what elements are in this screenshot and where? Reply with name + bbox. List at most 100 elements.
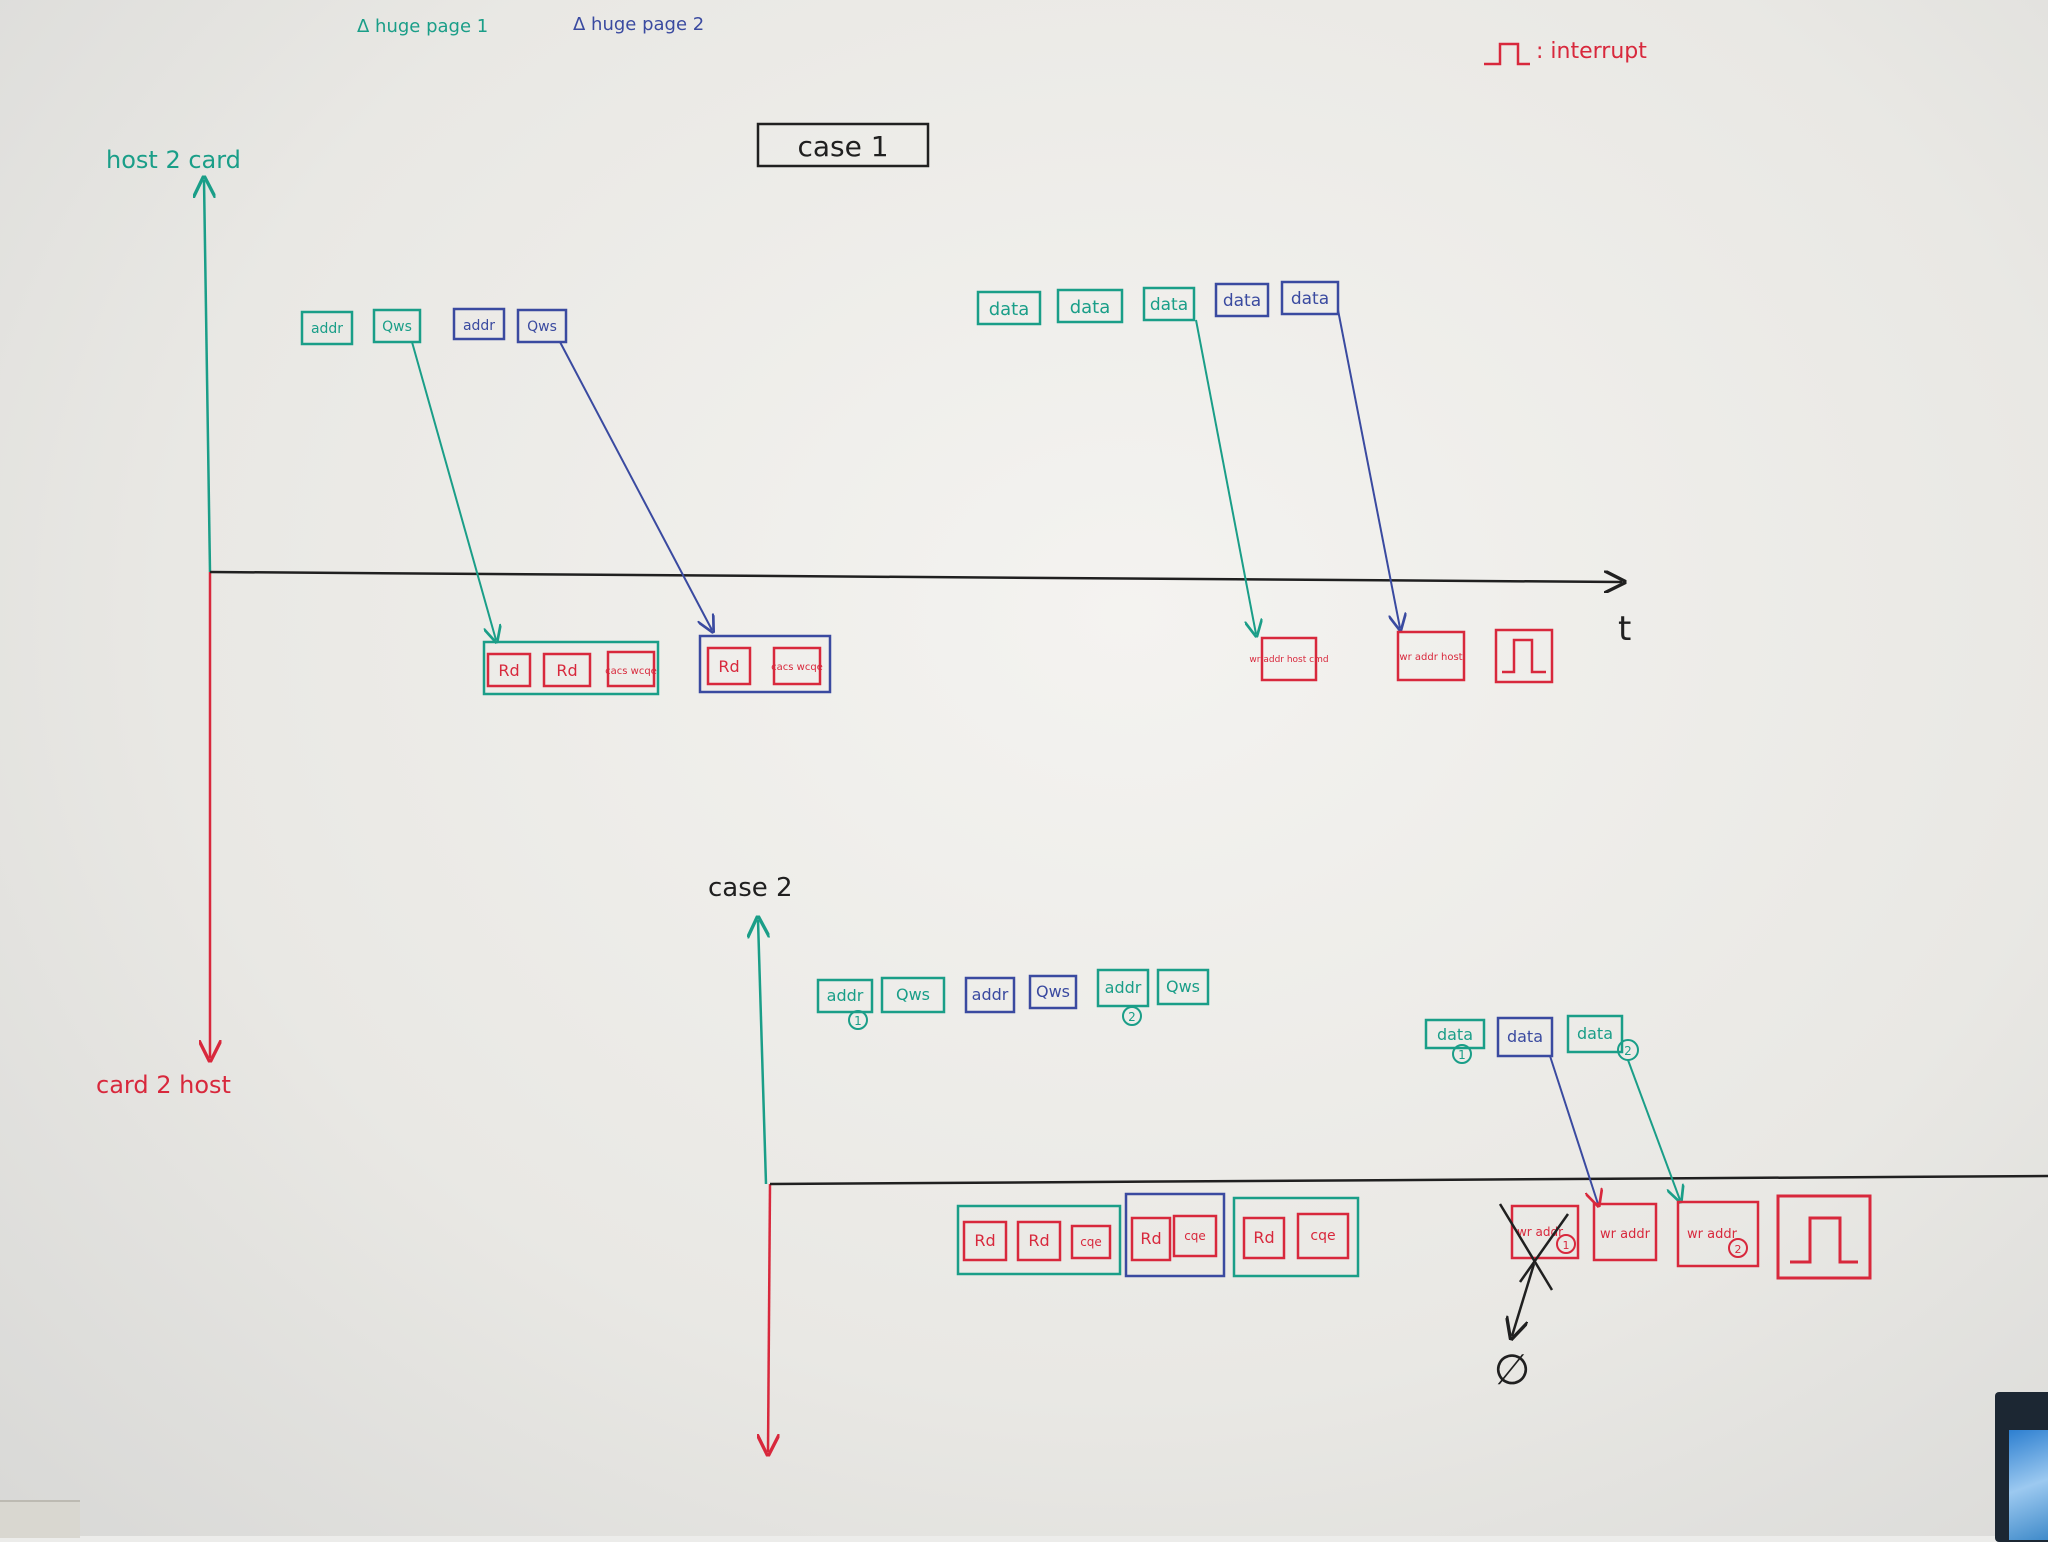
svg-text:data: data [1577,1024,1613,1043]
case2-card-group-1 [956,1204,1122,1276]
svg-text:2: 2 [1128,1010,1136,1024]
case2-card-packet: Rd [962,1220,1008,1262]
case1-write-packet: wr addr host cmd [1249,636,1329,682]
case2-write-packet: wr addr [1592,1202,1658,1262]
svg-text:Rd: Rd [718,657,739,676]
svg-text:Qws: Qws [527,319,557,335]
case1-title: case 1 [797,130,888,163]
svg-text:Qws: Qws [1166,977,1200,996]
marker-tray [0,1500,80,1538]
case1-arrow-green-data [1195,319,1256,634]
case1-data-packet: data [1142,286,1196,322]
case2-host-packet: addr 1 [816,978,874,1030]
case2-arrow-blue-data [1549,1055,1598,1204]
case2-data-packet: data [1496,1016,1554,1058]
case1-host-packet: Qws [516,308,568,344]
case1-host-packet: Qws [372,308,422,344]
case2-host-packet: addr 2 [1096,968,1150,1026]
svg-text:wr addr host: wr addr host [1399,652,1462,663]
case1-card-packet: Rd [542,652,592,688]
svg-text:addr: addr [972,985,1009,1004]
svg-text:addr: addr [311,321,343,337]
case2-host-packet: addr [964,976,1016,1014]
svg-text:data: data [1070,297,1111,318]
case1-card-group-1 [482,640,660,696]
case2-arrow-green-data [1627,1059,1680,1200]
svg-text:wr addr: wr addr [1687,1227,1738,1242]
case1-data-packet: data [1280,280,1340,316]
case2-host-packet: Qws [880,976,946,1014]
svg-text:addr: addr [827,986,864,1005]
monitor-corner [1995,1392,2048,1542]
case2-card-packet: Rd [1242,1216,1286,1260]
svg-text:data: data [989,299,1030,320]
svg-text:wr addr: wr addr [1600,1227,1651,1242]
case1-title-box [756,122,930,168]
case1-time-axis [209,572,1622,582]
case2-card-packet: Rd [1130,1216,1172,1262]
case1-data-packet: data [1056,288,1124,324]
case1-host-packet: addr [452,307,506,341]
case2-interrupt-icon [1776,1194,1872,1280]
svg-text:Rd: Rd [498,661,519,680]
legend-interrupt: : interrupt [1536,39,1647,64]
case2-host-packet: Qws [1028,974,1078,1010]
svg-text:Rd: Rd [1028,1231,1049,1250]
case2-drop-arrow [1512,1263,1536,1336]
case2-title: case 2 [708,873,793,903]
svg-text:cacs wcqe: cacs wcqe [605,666,657,677]
svg-text:data: data [1150,295,1188,315]
case2-write-packet: wr addr 2 [1676,1200,1760,1268]
svg-text:1: 1 [1458,1048,1466,1062]
svg-text:Rd: Rd [556,661,577,680]
svg-text:cacs wcqe: cacs wcqe [771,662,823,673]
svg-text:data: data [1291,289,1329,309]
case2-host2card-axis [758,920,766,1185]
svg-text:addr: addr [1105,978,1142,997]
case2-dropped-symbol: ∅ [1494,1345,1531,1394]
svg-text:Rd: Rd [1253,1228,1274,1247]
case2-data-packet: data 2 [1566,1014,1639,1061]
case2-data-packet: data 1 [1424,1018,1486,1064]
legend-huge-page-2: Δ huge page 2 [573,14,704,35]
svg-text:Qws: Qws [382,319,412,335]
svg-text:1: 1 [1563,1239,1570,1252]
case2-card-group-3 [1232,1196,1360,1278]
case1-write-packet: wr addr host [1396,630,1466,682]
svg-text:Qws: Qws [896,985,930,1004]
case1-card-packet: cacs wcqe [771,646,823,686]
case1-card-packet: Rd [706,646,752,686]
case2-write-packet-crossed: wr addr 1 [1498,1203,1580,1291]
svg-text:wr addr host cmd: wr addr host cmd [1249,655,1328,665]
case1-card-packet: Rd [486,652,532,688]
case2-card2host-axis [768,1183,770,1452]
svg-text:2: 2 [1624,1044,1632,1058]
case2-card-packet: cqe [1070,1224,1112,1260]
time-axis-label: t [1618,609,1631,649]
case1-arrow-green-qws [411,341,496,640]
case2-time-axis [769,1174,2048,1186]
case2-card-group-2 [1124,1192,1226,1278]
svg-text:data: data [1223,291,1261,311]
case1-host2card-axis [204,180,210,573]
svg-text:Qws: Qws [1036,982,1070,1001]
axis-host2card-label: host 2 card [106,146,241,174]
case1-arrow-blue-qws [559,341,712,630]
svg-text:2: 2 [1735,1243,1742,1256]
svg-text:cqe: cqe [1310,1228,1335,1244]
case2-card-packet: cqe [1296,1212,1350,1260]
monitor-screen [2009,1430,2048,1540]
interrupt-symbol-icon [1484,42,1530,66]
svg-text:addr: addr [463,318,495,334]
svg-text:cqe: cqe [1184,1229,1206,1243]
svg-text:cqe: cqe [1080,1235,1102,1249]
case2-card-packet: Rd [1016,1220,1062,1262]
svg-text:Rd: Rd [974,1231,995,1250]
case2-card-packet: cqe [1172,1214,1218,1258]
case1-arrow-blue-data [1337,309,1400,628]
svg-text:Rd: Rd [1140,1229,1161,1248]
case1-card-group-2 [698,634,832,694]
case1-data-packet: data [1214,282,1270,318]
case1-data-packet: data [976,290,1042,326]
